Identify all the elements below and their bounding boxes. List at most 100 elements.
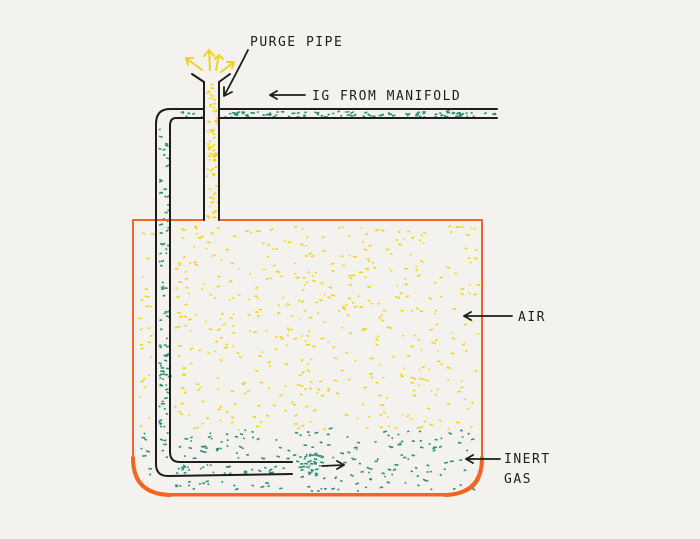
speckle: [165, 229, 169, 233]
speckle: [210, 93, 213, 96]
speckle: [214, 165, 218, 168]
speckle: [337, 110, 341, 113]
speckle: [307, 271, 310, 274]
speckle: [286, 327, 290, 330]
purge-pipe: [191, 73, 231, 221]
speckle: [326, 387, 331, 391]
speckle: [425, 379, 430, 382]
speckle: [257, 404, 261, 408]
speckle: [149, 305, 152, 308]
speckle: [208, 140, 212, 143]
speckle: [267, 360, 272, 364]
speckle: [449, 367, 451, 370]
speckle: [219, 336, 223, 339]
speckle: [463, 323, 468, 326]
speckle: [399, 373, 403, 376]
speckle: [465, 112, 468, 115]
speckle: [344, 110, 347, 113]
speckle: [460, 287, 465, 291]
speckle: [417, 484, 420, 487]
speckle: [200, 235, 205, 239]
speckle: [447, 225, 452, 228]
speckle: [184, 438, 189, 440]
speckle: [149, 334, 153, 338]
speckle: [208, 328, 213, 331]
speckle: [256, 297, 260, 300]
speckle: [231, 297, 235, 300]
speckle: [476, 283, 481, 287]
speckle: [410, 381, 414, 384]
speckle: [351, 274, 356, 277]
speckle: [225, 433, 229, 436]
label-arrows: [223, 49, 513, 470]
speckle: [159, 384, 164, 387]
speckle: [319, 380, 323, 383]
speckle: [175, 471, 179, 475]
speckle: [175, 484, 178, 487]
speckle: [180, 402, 184, 405]
speckle: [283, 239, 286, 242]
speckle: [158, 418, 163, 422]
speckle: [345, 303, 348, 306]
speckle: [428, 296, 433, 300]
speckle: [367, 285, 371, 288]
speckle: [367, 113, 370, 116]
speckle: [213, 216, 217, 219]
speckle: [207, 90, 211, 93]
speckle: [160, 366, 165, 369]
speckle: [327, 295, 331, 299]
speckle: [160, 285, 165, 289]
speckle: [212, 148, 216, 152]
speckle: [183, 465, 187, 468]
speckle: [383, 309, 386, 312]
speckle: [388, 445, 393, 449]
speckle: [265, 329, 268, 332]
speckle: [314, 467, 319, 471]
speckle: [309, 380, 313, 384]
speckle: [296, 426, 301, 430]
speckle: [465, 349, 468, 352]
speckle: [198, 482, 202, 485]
speckle: [416, 274, 422, 278]
speckle: [238, 445, 243, 449]
speckle: [282, 467, 286, 470]
speckle: [390, 270, 393, 273]
speckle: [163, 188, 168, 191]
speckle: [419, 259, 424, 263]
speckle: [139, 328, 143, 331]
speckle: [237, 456, 240, 459]
speckle: [161, 242, 166, 246]
speckle: [432, 446, 437, 449]
speckle: [204, 320, 207, 323]
speckle: [214, 350, 217, 353]
speckle: [356, 448, 358, 450]
speckle: [209, 432, 212, 435]
speckle: [257, 315, 260, 317]
speckle: [471, 401, 474, 404]
speckle: [303, 283, 306, 286]
speckle: [165, 353, 169, 357]
speckle: [163, 396, 168, 400]
speckle: [187, 317, 193, 321]
speckle: [164, 310, 168, 314]
speckle: [165, 164, 170, 168]
speckle: [358, 462, 361, 465]
speckle: [216, 226, 220, 230]
speckle: [252, 415, 257, 418]
speckle: [174, 326, 178, 329]
speckle: [310, 254, 315, 258]
speckle: [263, 457, 266, 460]
speckle: [297, 299, 301, 302]
speckle: [307, 466, 310, 469]
speckle: [347, 451, 351, 454]
speckle: [332, 346, 336, 349]
speckle: [219, 317, 222, 320]
speckle: [301, 227, 304, 231]
speckle: [347, 110, 350, 113]
speckle: [308, 316, 313, 319]
speckle: [209, 152, 213, 156]
speckle: [163, 425, 166, 428]
speckle: [368, 244, 372, 247]
speckle: [214, 119, 219, 122]
speckle: [177, 467, 180, 470]
